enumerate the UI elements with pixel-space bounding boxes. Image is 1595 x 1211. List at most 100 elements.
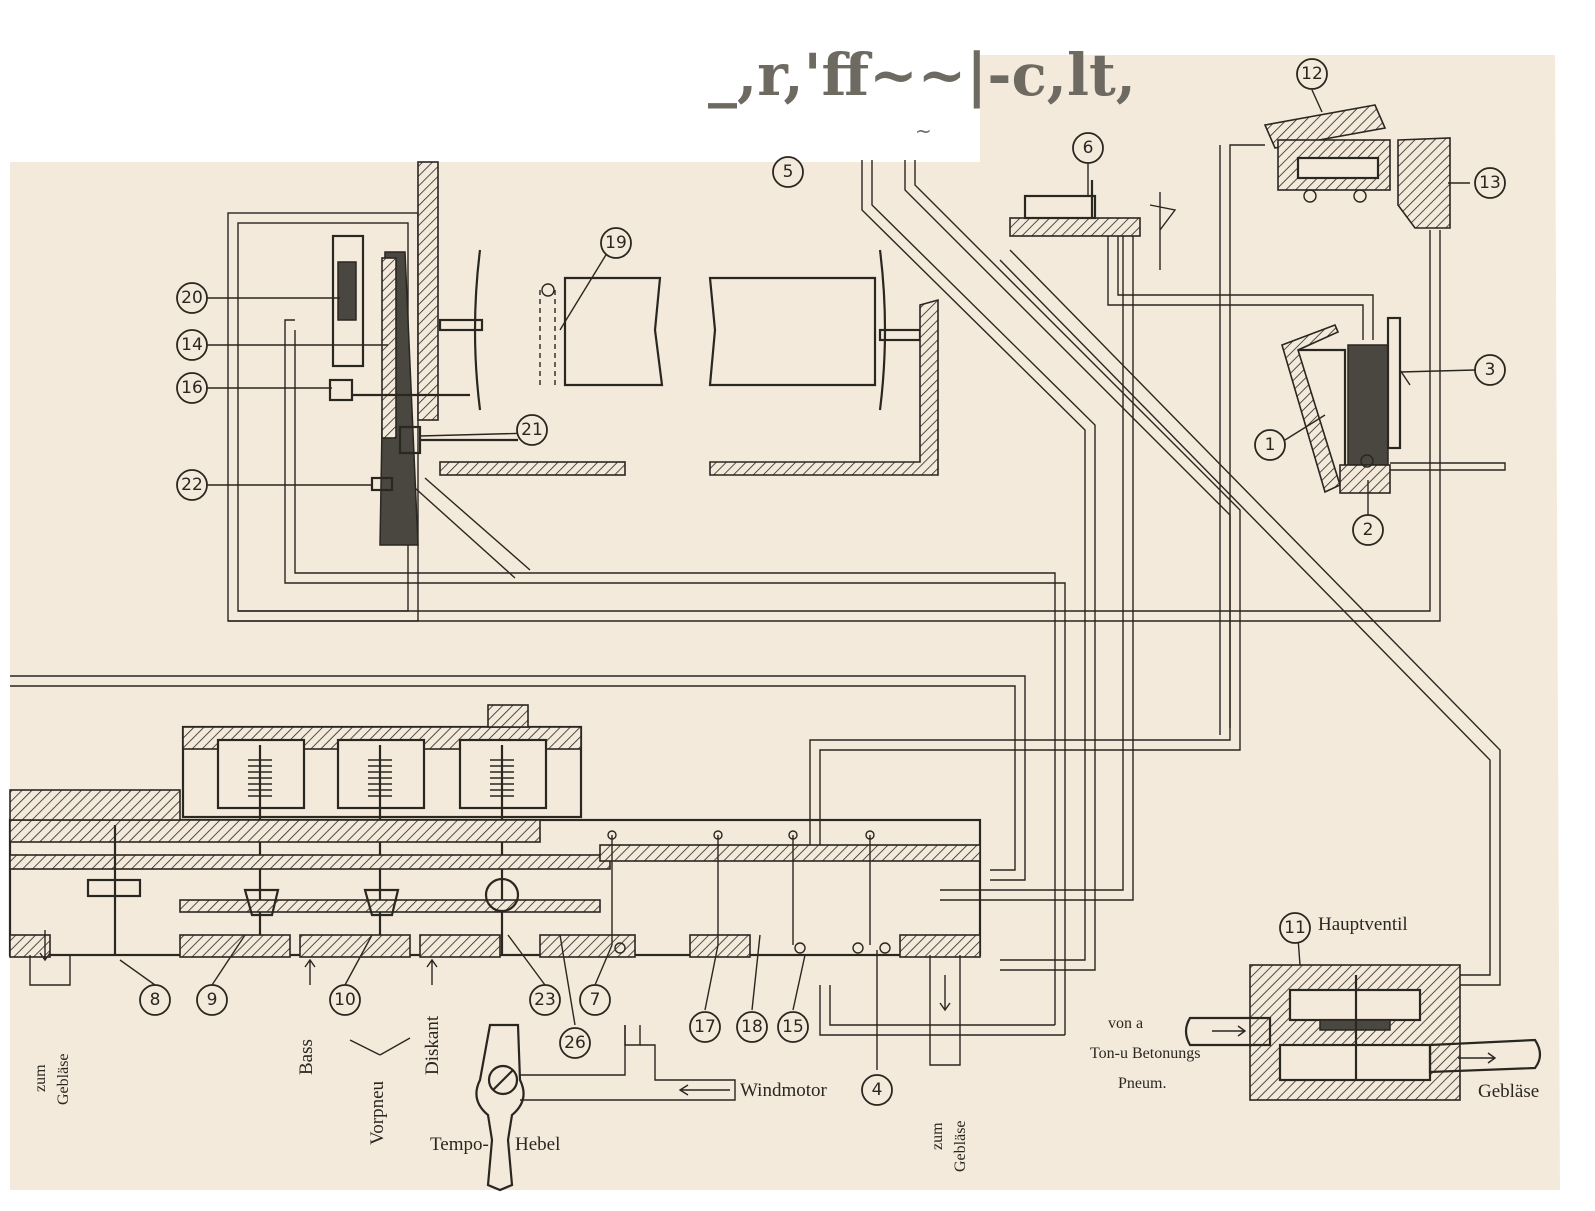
part-6-body [1023,194,1097,220]
callout-number: 15 [782,1017,804,1037]
callout-17: 17 [689,1011,721,1043]
tempo-lever-body [475,1023,525,1192]
label-geblaese-bottom: Gebläse [952,1120,969,1172]
callout-circle [559,1027,591,1059]
callout-9: 9 [196,984,228,1016]
label-diskant: Diskant [422,1015,443,1075]
svg-text:~: ~ [915,119,932,143]
callout-8: 8 [139,984,171,1016]
callout-circle [1474,354,1506,386]
part-13 [1397,137,1451,229]
callout-circle [176,469,208,501]
tube-top-left [10,675,1026,881]
tempo-lever [475,1023,736,1192]
callout-4: 4 [861,1074,893,1106]
roll-body-right [708,276,877,387]
part-6-tip [1149,192,1177,270]
callout-number: 9 [207,990,218,1010]
label-geblaese-left: Gebläse [55,1053,72,1105]
callout-number: 1 [1265,435,1276,455]
text-labels: Hauptventil Windmotor Tempo- Hebel von a… [32,914,1539,1172]
callout-18: 18 [736,1011,768,1043]
callout-circle [329,984,361,1016]
callout-15: 15 [777,1011,809,1043]
part-2-base [1339,464,1391,494]
callout-3: 3 [1474,354,1506,386]
roll-body-left [563,276,664,387]
spool-mechanism [328,161,939,546]
hauptventil-outlet [1428,1038,1542,1074]
callout-number: 6 [1083,138,1094,158]
header-glyphs: _,r,'ff~~|-c,lt, ~ [708,41,1136,143]
callout-19: 19 [600,227,632,259]
hauptventil-inlet [1184,1016,1272,1047]
callout-20: 20 [176,282,208,314]
callout-circle [176,282,208,314]
callout-circle [600,227,632,259]
callout-circle [689,1011,721,1043]
callout-13: 13 [1474,167,1506,199]
callout-number: 2 [1363,520,1374,540]
label-pneum: Pneum. [1118,1075,1166,1092]
valve-cone-10 [363,888,400,917]
callout-circle [1296,58,1328,90]
callout-circle [1072,132,1104,164]
callout-10: 10 [329,984,361,1016]
bracket-left [439,461,626,476]
callout-circle [529,984,561,1016]
callout-circle [176,329,208,361]
callout-number: 5 [783,162,794,182]
knob-22 [370,476,394,492]
callout-number: 13 [1479,173,1501,193]
tempo-pivot [487,1064,519,1096]
callout-2: 2 [1352,514,1384,546]
tube-diag-22 [414,477,531,579]
label-von-a: von a [1108,1015,1143,1032]
callout-22: 22 [176,469,208,501]
callout-circle [772,156,804,188]
tracker-assembly [1009,104,1451,270]
callout-number: 16 [181,378,203,398]
flow-arrows [39,930,1497,1096]
callout-number: 3 [1485,360,1496,380]
callout-21: 21 [516,414,548,446]
callout-circle [1352,514,1384,546]
callout-number: 22 [181,475,203,495]
label-bass: Bass [296,1039,317,1075]
label-geblaese-right: Gebläse [1478,1081,1539,1102]
callout-number: 20 [181,288,203,308]
outlet-right [929,955,961,1066]
callout-circle [861,1074,893,1106]
pneumatic-1-2-3 [1281,316,1506,494]
callout-number: 19 [605,233,627,253]
callout-6: 6 [1072,132,1104,164]
label-zum-bottom: zum [929,1122,946,1150]
chest-cap [487,704,529,728]
hauptventil-assembly [1184,964,1542,1101]
label-hebel: Hebel [515,1134,560,1155]
wall-hatch [417,161,439,421]
callout-1: 1 [1254,429,1286,461]
callout-5: 5 [772,156,804,188]
label-vorpneu: Vorpneu [367,1080,388,1145]
tube-from-6 [1107,235,1374,340]
callout-number: 18 [741,1017,763,1037]
header-glyph-text: _,r,'ff~~|-c,lt, [708,41,1136,109]
callout-number: 23 [534,990,556,1010]
callout-circle [1474,167,1506,199]
callout-number: 11 [1284,918,1306,938]
tube-to-hauptventil [999,249,1501,986]
valve-chest [8,704,982,1066]
callout-14: 14 [176,329,208,361]
tube-diag-a [861,160,1096,971]
outlet-left [29,955,71,986]
callout-circle [736,1011,768,1043]
rod-2 [1390,462,1506,471]
callout-number: 8 [150,990,161,1010]
callout-number: 14 [181,335,203,355]
tubing-network [10,144,1501,1036]
label-windmotor: Windmotor [740,1080,828,1101]
leader-lines [119,89,1476,1070]
